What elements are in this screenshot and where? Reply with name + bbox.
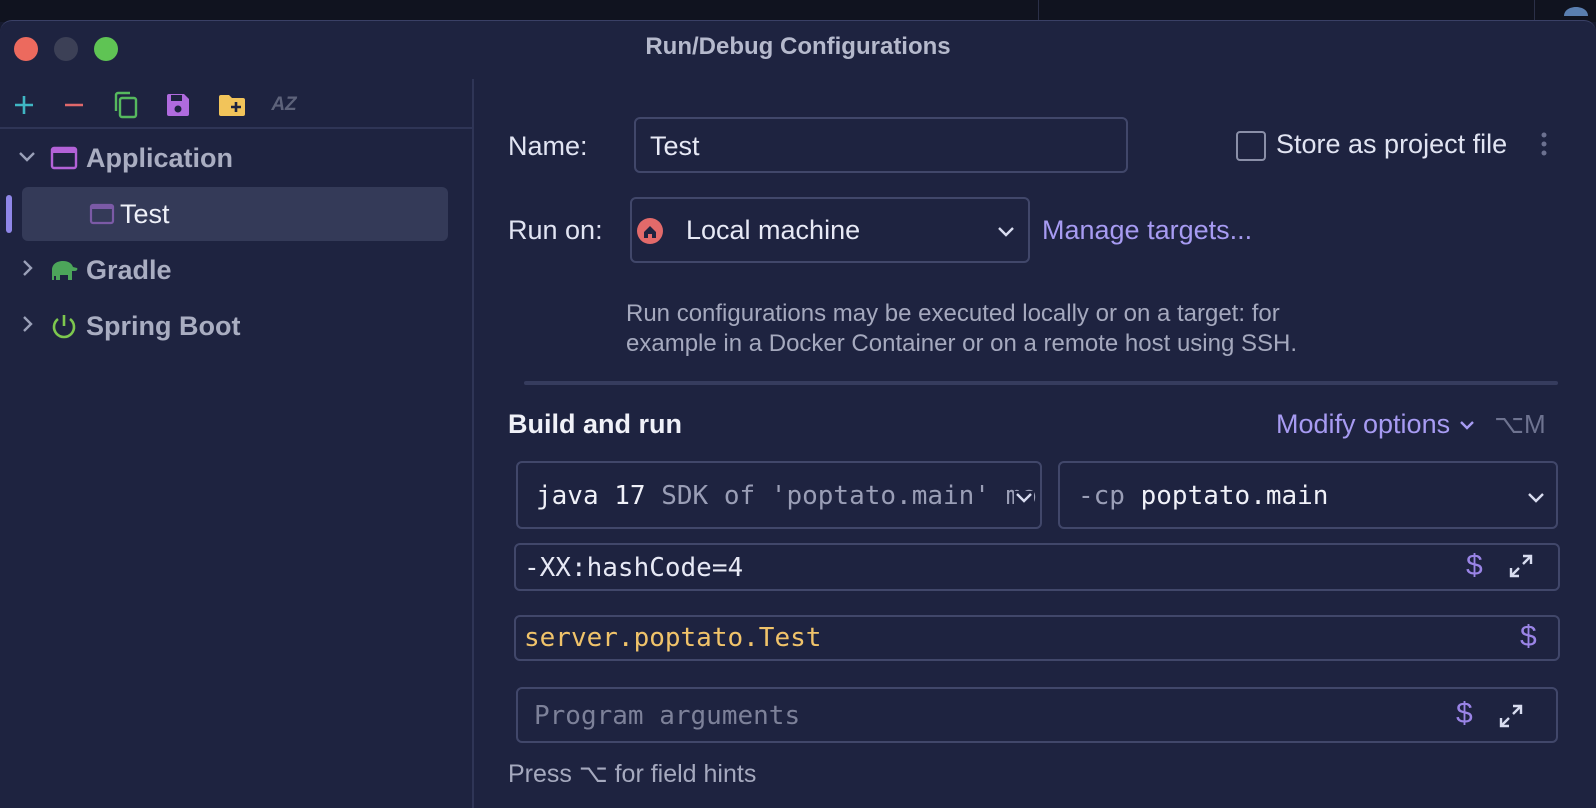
insert-macro-icon[interactable]: $ — [1456, 697, 1473, 730]
chevron-down-icon — [1014, 491, 1034, 505]
manage-targets-link[interactable]: Manage targets... — [1042, 215, 1253, 245]
tree-node-spring-boot[interactable]: Spring Boot — [0, 299, 474, 353]
tree-label-application: Application — [86, 143, 233, 173]
more-options-icon[interactable] — [1540, 131, 1548, 157]
new-folder-icon — [219, 95, 245, 116]
remove-configuration-button[interactable] — [56, 87, 92, 123]
classpath-module-dropdown[interactable]: -cp poptato.main — [1058, 461, 1558, 529]
modify-options-label: Modify options — [1276, 409, 1451, 439]
vm-options-field[interactable]: -XX:hashCode=4 $ — [514, 543, 1560, 591]
tree-node-application[interactable]: Application — [0, 131, 474, 185]
store-as-project-file-label[interactable]: Store as project file — [1276, 129, 1508, 159]
modify-options-shortcut: ⌥M — [1494, 409, 1546, 439]
selection-highlight — [22, 187, 448, 241]
remove-icon — [65, 103, 83, 107]
sort-az-icon: AZ — [271, 94, 297, 115]
tree-node-gradle[interactable]: Gradle — [0, 243, 474, 297]
run-debug-dialog: Run/Debug Configurations AZ — [0, 20, 1596, 808]
add-icon — [15, 96, 33, 114]
application-icon — [89, 203, 115, 225]
close-window-button[interactable] — [14, 37, 38, 61]
section-divider — [524, 381, 1558, 385]
expand-icon[interactable] — [1498, 703, 1524, 729]
expand-icon[interactable] — [1508, 553, 1534, 579]
vm-options-value: -XX:hashCode=4 — [524, 553, 744, 583]
run-on-label: Run on: — [508, 215, 603, 245]
chevron-down-icon — [998, 227, 1014, 237]
run-on-hint-line1: Run configurations may be executed local… — [626, 300, 1280, 327]
configuration-editor: Name: Test Store as project file Run on:… — [476, 79, 1596, 808]
dialog-title: Run/Debug Configurations — [645, 33, 951, 60]
background-divider — [1038, 0, 1039, 20]
jdk-java-version: java 17 — [536, 481, 646, 511]
chevron-down-icon — [1528, 493, 1544, 503]
background-divider — [1534, 0, 1535, 20]
classpath-module: poptato.main — [1140, 481, 1329, 511]
new-folder-button[interactable] — [214, 87, 250, 123]
insert-macro-icon[interactable]: $ — [1466, 549, 1483, 582]
main-class-value: server.poptato.Test — [524, 623, 822, 653]
main-class-field[interactable]: server.poptato.Test $ — [514, 615, 1560, 661]
tree-label-gradle: Gradle — [86, 255, 172, 285]
program-arguments-field[interactable]: Program arguments $ — [516, 687, 1558, 743]
minimize-window-button[interactable] — [54, 37, 78, 61]
tree-node-test[interactable]: Test — [0, 187, 474, 241]
copy-configuration-button[interactable] — [108, 87, 144, 123]
background-editor-bar — [0, 0, 1596, 22]
maximize-window-button[interactable] — [94, 37, 118, 61]
build-and-run-title: Build and run — [508, 409, 682, 439]
save-configuration-button[interactable] — [160, 87, 196, 123]
classpath-value: -cp poptato.main — [1078, 481, 1328, 511]
sort-alphabetically-button[interactable]: AZ — [266, 87, 302, 123]
program-arguments-placeholder: Program arguments — [534, 701, 801, 731]
tree-toolbar: AZ — [0, 79, 472, 129]
jdk-sdk-description: SDK of 'poptato.main' mo — [661, 481, 1037, 511]
local-machine-icon — [637, 218, 663, 244]
chevron-down-icon — [19, 152, 35, 162]
run-on-dropdown[interactable]: Local machine — [630, 197, 1030, 263]
run-on-value: Local machine — [686, 215, 861, 245]
chevron-right-icon — [23, 316, 33, 332]
chevron-right-icon — [23, 260, 33, 276]
application-icon — [50, 146, 78, 170]
copy-icon — [114, 91, 138, 119]
store-as-project-file-checkbox[interactable] — [1236, 131, 1266, 161]
insert-macro-icon[interactable]: $ — [1520, 620, 1537, 653]
chevron-down-icon — [1460, 420, 1474, 430]
run-on-hint-line2: example in a Docker Container or on a re… — [626, 330, 1298, 357]
gradle-elephant-icon — [52, 261, 78, 280]
title-bar: Run/Debug Configurations — [0, 21, 1596, 75]
add-configuration-button[interactable] — [6, 87, 42, 123]
jdk-value: java 17 SDK of 'poptato.main' mo — [536, 481, 1037, 511]
name-value: Test — [650, 131, 700, 161]
spring-boot-power-icon — [52, 315, 76, 339]
name-label: Name: — [508, 131, 588, 161]
jdk-dropdown[interactable]: java 17 SDK of 'poptato.main' mo — [516, 461, 1042, 529]
classpath-prefix: -cp — [1078, 481, 1125, 511]
tree-label-test: Test — [120, 199, 170, 229]
field-hints-text: Press ⌥ for field hints — [508, 760, 757, 788]
configuration-tree-panel: AZ Application Test Gradle Spring Boot — [0, 79, 474, 808]
selection-indicator — [6, 195, 12, 233]
background-mascot-icon — [1564, 7, 1588, 16]
modify-options-link[interactable]: Modify options ⌥M — [1276, 409, 1546, 440]
name-field[interactable]: Test — [634, 117, 1128, 173]
tree-label-spring-boot: Spring Boot — [86, 311, 241, 341]
save-icon — [167, 94, 189, 116]
